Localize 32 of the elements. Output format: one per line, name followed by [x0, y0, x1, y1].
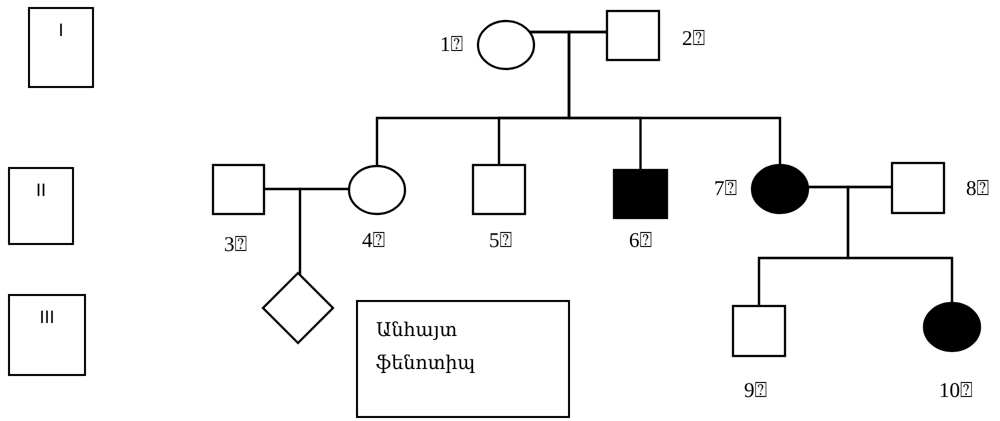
individual-number: 5⍰ — [489, 228, 512, 252]
pedigree-line — [568, 30, 782, 165]
individual-number: 2⍰ — [682, 26, 706, 50]
generation-numeral: II — [34, 181, 48, 201]
affected-female-circle — [750, 163, 810, 215]
affected-female-circle — [922, 301, 982, 353]
female-circle — [476, 19, 536, 71]
individual-number: 10⍰ — [939, 378, 973, 402]
generation-numeral: III — [38, 308, 56, 328]
male-square — [605, 9, 661, 62]
note-text: Անհայտ ֆենոտիպ — [376, 318, 476, 376]
generation-box — [28, 7, 94, 88]
individual-number: 4⍰ — [362, 228, 386, 252]
individual-number: 3⍰ — [224, 232, 248, 256]
individual-number: 9⍰ — [744, 378, 768, 402]
female-circle — [347, 164, 407, 216]
generation-numeral: I — [57, 21, 64, 41]
individual-number: 1⍰ — [440, 32, 464, 56]
generation-box — [8, 167, 74, 245]
generation-box — [8, 294, 86, 376]
note-box — [356, 300, 570, 418]
pedigree-line — [846, 186, 954, 303]
pedigree-line — [298, 188, 350, 275]
affected-male-square — [612, 168, 669, 220]
individual-number: 7⍰ — [714, 176, 738, 200]
male-square — [211, 163, 266, 216]
male-square — [471, 163, 527, 216]
male-square — [731, 304, 787, 358]
unknown-sex-diamond — [261, 271, 335, 345]
individual-number: 8⍰ — [966, 176, 990, 200]
individual-number: 6⍰ — [629, 228, 652, 252]
male-square — [890, 161, 946, 215]
